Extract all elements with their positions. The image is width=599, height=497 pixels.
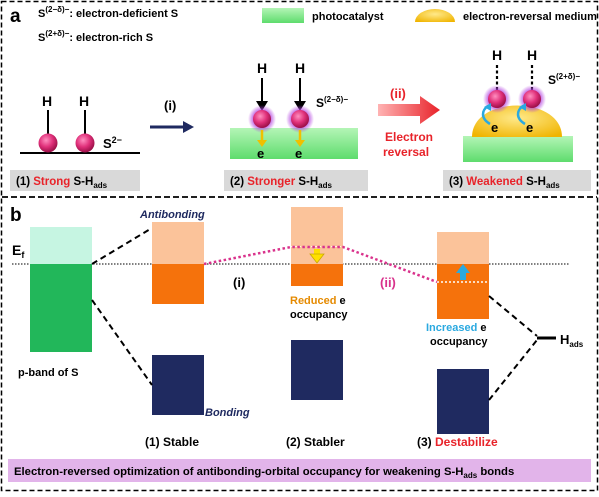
svg-text:H: H [492, 47, 502, 63]
step2-diagram: H H e e S(2−δ)− [230, 60, 358, 161]
svg-text:e: e [491, 120, 498, 135]
pband-filled [30, 264, 92, 352]
step2-label-box [224, 170, 368, 191]
antibonding-1-empty [152, 222, 204, 264]
hads-label: Hads [560, 332, 584, 349]
svg-text:H: H [295, 60, 305, 76]
sulfur-ball-3b [523, 90, 541, 108]
legend-medium-label: electron-reversal medium [463, 11, 597, 23]
antibonding-trend-line [203, 245, 438, 284]
sulfur-ball-2a [253, 110, 271, 128]
arrow-i-label: (i) [164, 98, 176, 113]
svg-text:H: H [527, 47, 537, 63]
svg-text:H: H [79, 93, 89, 109]
step-ii-label: (ii) [380, 275, 396, 290]
reduced-occupancy-line1: Reduced e [290, 295, 346, 307]
step-i-label: (i) [233, 275, 245, 290]
svg-text:H: H [42, 93, 52, 109]
svg-text:S(2−δ)−: S(2−δ)− [316, 95, 348, 110]
sulfur-ball-2b [291, 110, 309, 128]
reduced-occupancy-line2: occupancy [290, 309, 348, 321]
antibonding-1-filled [152, 264, 204, 304]
state2-label: (2) Stabler [286, 435, 345, 449]
antibonding-2-filled [291, 264, 343, 286]
step1-diagram: H H S2− [20, 93, 140, 154]
step1-label: (1) Strong S-Hads [16, 176, 108, 190]
state3-label: (3) Destabilize [417, 435, 498, 449]
legend-rich: S(2+δ)−: electron-rich S [38, 29, 153, 44]
up-arrow-icon [456, 264, 470, 280]
antibonding-2-empty [291, 207, 343, 247]
sulfur-ball-3a [488, 90, 506, 108]
step3-label: (3) Weakened S-Hads [449, 176, 560, 190]
step3-label-box [443, 170, 591, 191]
step2-label: (2) Stronger S-Hads [230, 176, 333, 190]
bonding-2 [291, 340, 343, 400]
arrow-ii [378, 96, 440, 124]
legend-medium-swatch [415, 9, 455, 22]
electron-reversal-line2: reversal [383, 145, 429, 159]
svg-text:e: e [526, 120, 533, 135]
step1-label-box [10, 170, 140, 191]
legend-photocatalyst-label: photocatalyst [312, 11, 384, 23]
svg-text:S(2+δ)−: S(2+δ)− [548, 72, 580, 87]
panel-b-letter: b [10, 205, 22, 226]
legend-deficient: S(2−δ)−: electron-deficient S [38, 5, 178, 20]
down-arrow-icon [309, 249, 325, 264]
sulfur-ball-1b [75, 133, 95, 153]
svg-text:e: e [295, 146, 302, 161]
sulfur-ball-1a [38, 133, 58, 153]
bonding-label: Bonding [205, 407, 250, 419]
summary-banner [8, 459, 591, 482]
increased-occupancy-line1: Increased e [426, 322, 487, 334]
fermi-level-label: Ef [12, 242, 25, 260]
svg-text:e: e [257, 146, 264, 161]
summary-banner-text: Electron-reversed optimization of antibo… [14, 466, 514, 480]
pband-unfilled [30, 227, 92, 264]
svg-text:S(2−δ)−: electron-deficient S: S(2−δ)−: electron-deficient S [38, 5, 178, 20]
pband-label: p-band of S [18, 367, 79, 379]
state1-label: (1) Stable [145, 435, 199, 449]
increased-occupancy-line2: occupancy [430, 336, 488, 348]
electron-reversal-line1: Electron [385, 130, 433, 144]
svg-text:H: H [257, 60, 267, 76]
bonding-3 [437, 369, 489, 434]
arrow-ii-label: (ii) [390, 86, 406, 101]
step3-diagram: H H e e S(2+δ)− [463, 47, 580, 162]
bonding-1 [152, 355, 204, 415]
legend-photocatalyst-swatch [262, 8, 304, 23]
antibonding-label: Antibonding [139, 209, 205, 221]
panel-a-letter: a [10, 6, 21, 27]
svg-text:S(2+δ)−: electron-rich S: S(2+δ)−: electron-rich S [38, 29, 153, 44]
svg-text:S2−: S2− [103, 135, 122, 151]
